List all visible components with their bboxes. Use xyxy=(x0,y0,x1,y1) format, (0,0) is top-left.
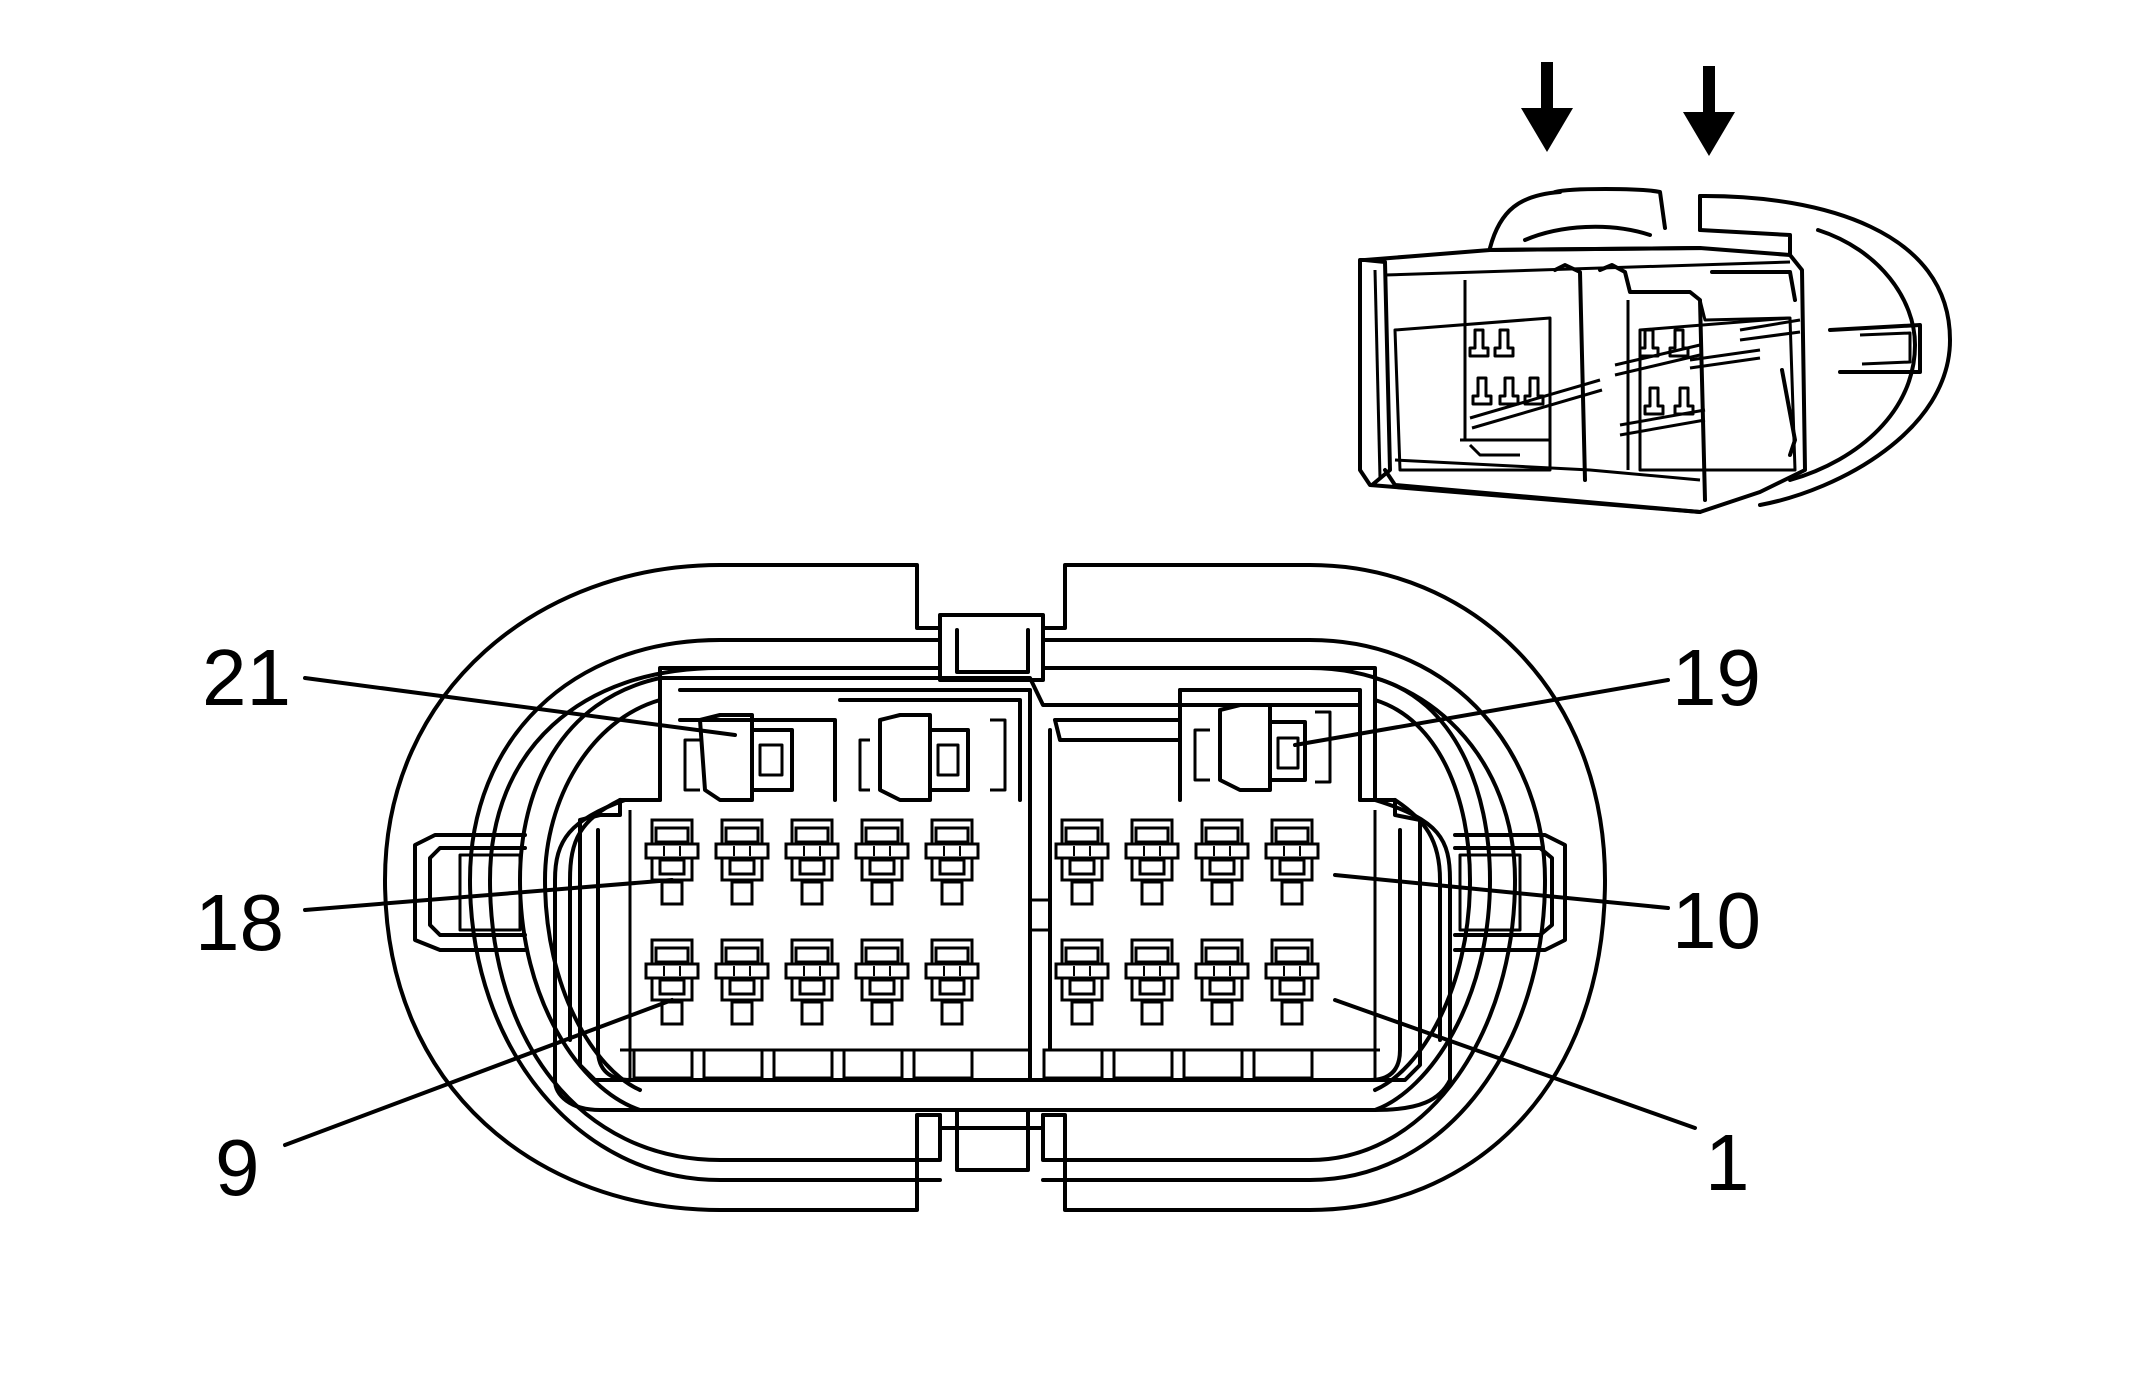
small-terminal xyxy=(644,818,700,906)
small-terminal xyxy=(854,938,910,1026)
leader-9 xyxy=(283,998,674,1147)
leader-21 xyxy=(303,676,737,737)
small-terminal xyxy=(784,938,840,1026)
small-terminal xyxy=(1194,938,1250,1026)
small-terminal xyxy=(1054,818,1110,906)
small-terminal xyxy=(1124,938,1180,1026)
small-terminal xyxy=(714,938,770,1026)
bottom-slot xyxy=(772,1048,834,1080)
small-terminal xyxy=(1194,818,1250,906)
pin-labels: 21 19 18 10 9 1 xyxy=(195,633,1761,1212)
small-terminal xyxy=(924,818,980,906)
right-latch xyxy=(1453,833,1567,952)
leader-19 xyxy=(1293,678,1670,747)
connector-side-view xyxy=(1358,62,1952,514)
connector-front-view xyxy=(383,563,1607,1212)
bottom-slot xyxy=(632,1048,694,1080)
pin-label-19: 19 xyxy=(1672,633,1761,722)
pin-label-9: 9 xyxy=(215,1123,260,1212)
pin-label-18: 18 xyxy=(195,878,284,967)
bottom-slot xyxy=(1042,1048,1104,1080)
small-terminal xyxy=(644,938,700,1026)
small-terminal xyxy=(1264,818,1320,906)
terminal-grid xyxy=(644,818,1320,1026)
bottom-slot xyxy=(842,1048,904,1080)
small-terminal xyxy=(1264,938,1320,1026)
bottom-slot xyxy=(702,1048,764,1080)
pin-label-21: 21 xyxy=(202,633,291,722)
pin-label-10: 10 xyxy=(1672,876,1761,965)
bottom-slots xyxy=(620,810,1380,1080)
callout-leaders xyxy=(283,676,1697,1147)
leader-18 xyxy=(303,878,674,912)
bottom-slot xyxy=(1112,1048,1174,1080)
pin-label-1: 1 xyxy=(1705,1118,1750,1207)
small-terminal xyxy=(784,818,840,906)
small-terminal xyxy=(714,818,770,906)
large-terminal-20 xyxy=(858,713,1007,802)
small-terminal xyxy=(1124,818,1180,906)
leader-1 xyxy=(1333,998,1697,1130)
large-terminal-19 xyxy=(1193,703,1332,792)
leader-10 xyxy=(1333,873,1670,910)
left-latch xyxy=(413,833,527,952)
bottom-slot xyxy=(912,1048,974,1080)
large-terminal-21 xyxy=(683,713,794,802)
small-terminal xyxy=(854,818,910,906)
small-terminal xyxy=(1054,938,1110,1026)
bottom-slot xyxy=(1252,1048,1314,1080)
down-arrow-icon xyxy=(1521,62,1573,152)
bottom-slot xyxy=(1182,1048,1244,1080)
down-arrow-icon xyxy=(1683,66,1735,156)
small-terminal xyxy=(924,938,980,1026)
